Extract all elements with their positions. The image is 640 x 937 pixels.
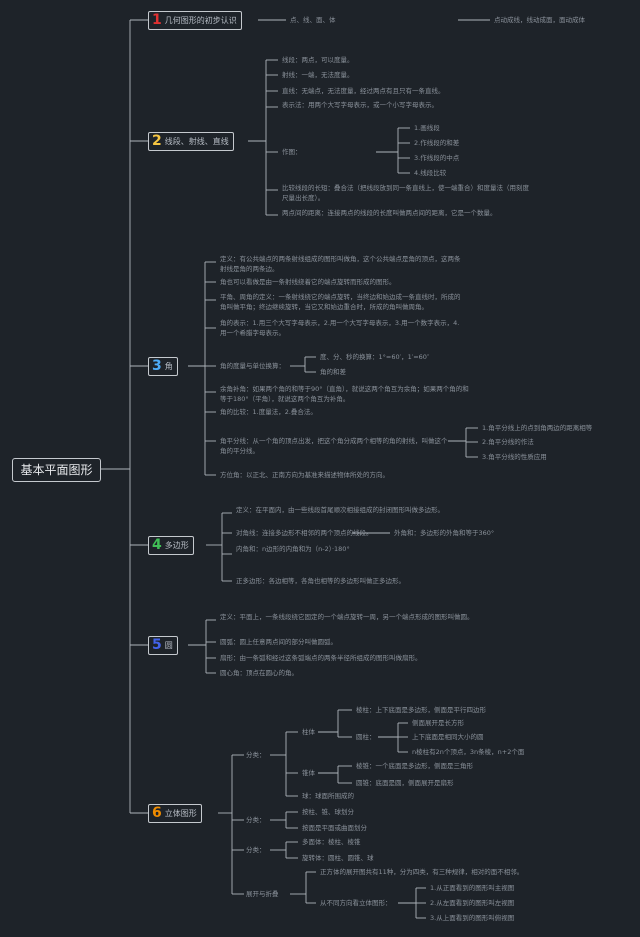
s6-group-4: 展开与折叠	[246, 890, 279, 898]
s6-prism-sub-2: 上下底面是相同大小的圆	[412, 733, 484, 741]
s6-g4-a: 正方体的展开图共有11种，分为四类，有三种规律，相对的面不相邻。	[320, 868, 524, 876]
s4-item-1: 定义：在平面内，由一些线段首尾顺次相接组成的封闭图形叫做多边形。	[236, 506, 444, 514]
s3-more-1: 余角补角：如果两个角的和等于90°（直角），就说这两个角互为余角；如果两个角的和…	[220, 385, 469, 403]
s5-item-1: 定义：平面上，一条线段绕它固定的一个端点旋转一周，另一个端点形成的图形叫做圆。	[220, 613, 474, 621]
section-5-title: 圆	[164, 641, 173, 650]
s6-prism-b: 圆柱：	[356, 733, 376, 741]
s6-sphere: 球：球面所围成的	[302, 792, 354, 800]
s3-item-2: 角也可以看做是由一条射线绕着它的端点旋转而形成的图形。	[220, 278, 396, 286]
s2-item-3: 直线：无端点，无法度量，经过两点有且只有一条直线。	[282, 87, 445, 95]
s3-item-1: 定义：有公共端点的两条射线组成的图形叫做角，这个公共端点是角的顶点，这两条射线是…	[220, 255, 461, 273]
root-node[interactable]: 基本平面图形	[12, 458, 101, 482]
s3-sub-2: 角的和差	[320, 368, 346, 376]
section-2-number: 2	[152, 133, 162, 149]
s2-sub-4: 4.线段比较	[414, 169, 447, 177]
s4-item-3: 内角和：n边形的内角和为（n-2）·180°	[236, 545, 350, 553]
s6-cone-label: 锥体	[302, 769, 315, 777]
s6-group-3: 分类：	[246, 846, 266, 854]
s2-more-1: 比较线段的长短：叠合法（把线段放到同一条直线上，使一端重合）和度量法（用刻度尺量…	[282, 184, 529, 202]
s3-sub-1: 度、分、秒的换算：1°=60′，1′=60″	[320, 353, 430, 361]
section-2-title: 线段、射线、直线	[164, 137, 229, 146]
section-6-title: 立体图形	[164, 809, 197, 818]
s6-group-1: 分类：	[246, 751, 266, 759]
s2-sub-3: 3.作线段的中点	[414, 154, 460, 162]
s3-item-5: 角的度量与单位换算：	[220, 362, 285, 370]
s6-g2-1: 按柱、锥、球划分	[302, 808, 354, 816]
s1-leaf-2: 点动成线，线动成面，面动成体	[494, 16, 585, 24]
section-3-number: 3	[152, 358, 162, 374]
section-5-number: 5	[152, 637, 162, 653]
s6-g3-2: 旋转体：圆柱、圆锥、球	[302, 854, 374, 862]
s5-item-3: 扇形：由一条弧和经过这条弧端点的两条半径所组成的图形叫做扇形。	[220, 654, 422, 662]
s6-prism-sub-1: 侧面展开是长方形	[412, 719, 464, 727]
s3-sub2-1: 1.角平分线上的点到角两边的距离相等	[482, 424, 593, 432]
s6-g4-b: 从不同方向看立体图形：	[320, 899, 392, 907]
s6-group-2: 分类：	[246, 816, 266, 824]
s2-item-2: 射线：一端，无法度量。	[282, 71, 354, 79]
section-3-title: 角	[164, 362, 173, 371]
s3-last: 方位角：以正北、正南方向为基准来描述物体所处的方向。	[220, 471, 389, 479]
s3-item-4: 角的表示：1.用三个大写字母表示，2.用一个大写字母表示，3.用一个数字表示，4…	[220, 319, 460, 337]
section-1-title: 几何图形的初步认识	[164, 16, 237, 25]
s5-item-4: 圆心角：顶点在圆心的角。	[220, 669, 298, 677]
s3-sub2-2: 2.角平分线的作法	[482, 438, 534, 446]
s2-sub-label: 作图：	[282, 148, 302, 156]
s3-item-3: 平角、周角的定义：一条射线绕它的端点旋转，当终边和始边成一条直线时，所成的角叫做…	[220, 293, 461, 311]
s6-prism-a: 棱柱：上下底面是多边形，侧面是平行四边形	[356, 706, 486, 714]
section-1-number: 1	[152, 12, 162, 28]
s2-item-1: 线段：两点，可以度量。	[282, 56, 354, 64]
s6-cone-2: 圆锥：底面是圆，侧面展开是扇形	[356, 779, 454, 787]
s6-g4-sub-3: 3.从上面看到的图形叫俯视图	[430, 914, 515, 922]
s3-more-2: 角的比较：1.度量法，2.叠合法。	[220, 408, 317, 416]
s3-sub2-3: 3.角平分线的性质应用	[482, 453, 547, 461]
s2-sub-1: 1.画线段	[414, 124, 440, 132]
section-4-number: 4	[152, 537, 162, 553]
section-6-number: 6	[152, 805, 162, 821]
s2-more-2: 两点间的距离：连接两点的线段的长度叫做两点间的距离，它是一个数量。	[282, 209, 497, 217]
s6-prism-sub-3: n棱柱有2n个顶点，3n条棱，n+2个面	[412, 748, 525, 756]
s4-side: 外角和：多边形的外角和等于360°	[394, 529, 495, 537]
s4-item-4: 正多边形：各边相等，各角也相等的多边形叫做正多边形。	[236, 577, 405, 585]
s6-prism-label: 柱体	[302, 728, 315, 736]
s1-leaf-1: 点、线、面、体	[290, 16, 336, 24]
s3-more-3: 角平分线：从一个角的顶点出发，把这个角分成两个相等的角的射线，叫做这个角的平分线…	[220, 437, 448, 455]
s5-item-2: 圆弧：圆上任意两点间的部分叫做圆弧。	[220, 638, 337, 646]
s2-item-4: 表示法：用两个大写字母表示，或一个小写字母表示。	[282, 101, 438, 109]
s6-cone-1: 棱锥：一个底面是多边形，侧面是三角形	[356, 762, 473, 770]
s6-g3-1: 多面体：棱柱、棱锥	[302, 838, 361, 846]
s4-item-2: 对角线：连接多边形不相邻的两个顶点的线段。	[236, 529, 373, 537]
s6-g4-sub-2: 2.从左面看到的图形叫左视图	[430, 899, 515, 907]
s2-sub-2: 2.作线段的和差	[414, 139, 460, 147]
section-4-title: 多边形	[164, 541, 189, 550]
s6-g4-sub-1: 1.从正面看到的图形叫主视图	[430, 884, 515, 892]
s6-g2-2: 按面是平面或曲面划分	[302, 824, 367, 832]
